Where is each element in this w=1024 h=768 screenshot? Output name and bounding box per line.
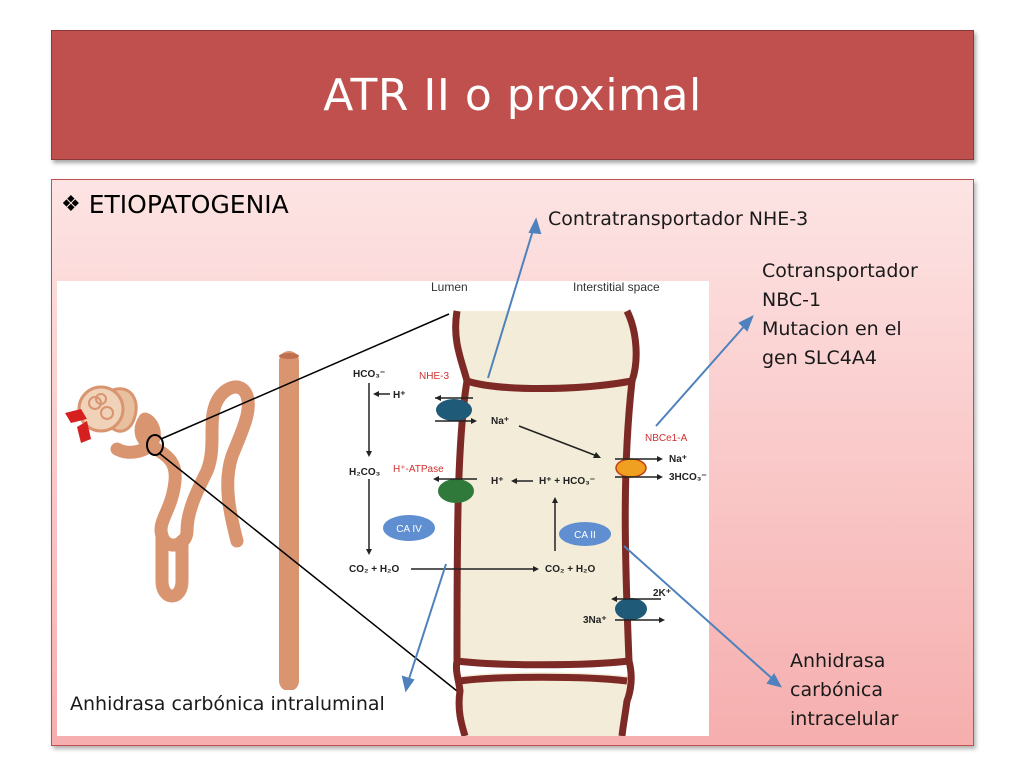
nbce1a-transporter [615, 458, 647, 478]
ca-iv-label: CA IV [396, 524, 422, 535]
nhe3-callout: Contratransportador NHE-3 [548, 208, 809, 230]
na-k-atpase [615, 598, 647, 620]
glomerulus-icon [65, 385, 125, 443]
diamond-bullet-icon: ❖ [61, 192, 81, 217]
h-cell-label: H⁺ [491, 476, 504, 487]
hco3-out-label: 3HCO₃⁻ [669, 472, 707, 483]
nbc1-callout-line: NBC-1 [762, 289, 822, 311]
h-atpase-label: H⁺-ATPase [393, 464, 444, 475]
k2-label: 2K⁺ [653, 588, 671, 599]
nbc1-callout: Cotransportador NBC-1 Mutacion en el gen… [762, 257, 918, 373]
na-out-label: Na⁺ [669, 454, 687, 465]
title-bar: ATR II o proximal [51, 30, 974, 160]
h-atpase-pump [438, 479, 474, 503]
hco3-lumen-label: HCO₃⁻ [353, 369, 385, 380]
zoom-circle [146, 434, 164, 456]
lumen-label: Lumen [431, 281, 468, 294]
na-cell-label: Na⁺ [491, 416, 509, 427]
ca-ii-enzyme [559, 522, 611, 546]
co2-h2o-cell-label: CO₂ + H₂O [545, 564, 596, 575]
nhe3-transporter [436, 399, 472, 421]
nephron-diagram: Lumen Interstitial space HCO₃⁻ H⁺ H₂CO₃ … [57, 281, 709, 736]
nbc1-callout-line: Mutacion en el [762, 318, 902, 340]
nbc1-callout-line: gen SLC4A4 [762, 347, 877, 369]
interstitial-label: Interstitial space [573, 281, 660, 294]
h2co3-label: H₂CO₃ [349, 467, 381, 478]
h-lumen-label: H⁺ [393, 390, 406, 401]
nhe3-label: NHE-3 [419, 371, 449, 382]
nbc1-callout-line: Cotransportador [762, 260, 918, 282]
ca-intracellular-callout: Anhidrasa carbónica intracelular [790, 647, 898, 734]
ca-ii-label: CA II [574, 530, 596, 541]
ca-intra-callout-line: Anhidrasa [790, 650, 886, 672]
ca-intra-callout-line: carbónica [790, 679, 883, 701]
ca-intra-callout-line: intracelular [790, 708, 899, 730]
h-hco3-label: H⁺ + HCO₃⁻ [539, 476, 595, 487]
bullet-heading: ❖ ETIOPATOGENIA [61, 190, 289, 219]
ca-iv-enzyme [383, 515, 435, 541]
ca-intraluminal-callout: Anhidrasa carbónica intraluminal [68, 690, 387, 719]
bullet-text: ETIOPATOGENIA [88, 190, 289, 219]
nbce1a-label: NBCe1-A [645, 433, 688, 444]
na3-label: 3Na⁺ [583, 615, 607, 626]
collecting-duct-top [279, 353, 299, 359]
slide-title: ATR II o proximal [323, 69, 702, 121]
co2-h2o-lumen-label: CO₂ + H₂O [349, 564, 400, 575]
